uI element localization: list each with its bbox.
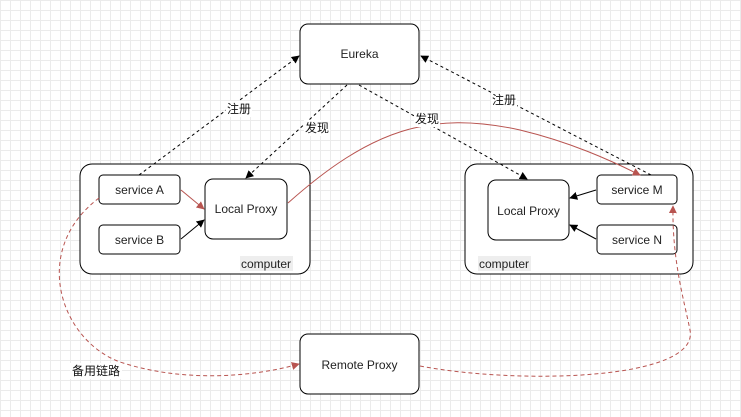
discover-right-label-bg — [414, 111, 440, 127]
discover-left-label: 发现 — [305, 120, 329, 135]
service-n-to-local-proxy-edge[interactable] — [569, 224, 597, 240]
local-proxy-right-node[interactable] — [487, 179, 570, 241]
backup-link-label-bg — [70, 363, 122, 379]
service-n-label: service N — [612, 233, 662, 247]
service-a-label: service A — [115, 183, 164, 197]
discover-right-edge[interactable] — [358, 84, 528, 180]
computer-left-label: computer — [241, 257, 291, 271]
remote-proxy-label: Remote Proxy — [321, 358, 397, 372]
backup-link-remote-to-service-m[interactable] — [419, 205, 691, 377]
discover-left-label-bg — [304, 120, 330, 136]
service-b-to-local-proxy-edge[interactable] — [180, 219, 205, 240]
computer-right-tag-bg — [478, 256, 531, 271]
service-b-node[interactable] — [98, 224, 181, 255]
register-right-label: 注册 — [492, 92, 516, 107]
eureka-node[interactable] — [299, 23, 420, 85]
local-proxy-left-node[interactable] — [204, 178, 288, 240]
backup-link-label: 备用链路 — [72, 363, 120, 378]
register-left-label: 注册 — [227, 101, 251, 116]
service-n-node[interactable] — [596, 224, 678, 255]
register-left-label-bg — [226, 101, 252, 117]
local-proxy-right-label: Local Proxy — [497, 204, 560, 218]
register-right-edge[interactable] — [420, 55, 652, 176]
computer-left-tag-bg — [240, 256, 293, 271]
service-m-label: service M — [611, 183, 662, 197]
backup-link-service-a-to-remote[interactable] — [59, 197, 300, 377]
discover-left-edge[interactable] — [245, 84, 348, 179]
remote-proxy-node[interactable] — [299, 333, 420, 395]
register-left-edge[interactable] — [138, 55, 300, 176]
proxy-to-service-m-link[interactable] — [287, 122, 641, 204]
service-m-to-local-proxy-edge[interactable] — [569, 189, 597, 200]
service-b-label: service B — [115, 233, 164, 247]
eureka-label: Eureka — [340, 47, 378, 61]
discover-right-label: 发现 — [415, 111, 439, 126]
computer-right-label: computer — [479, 257, 529, 271]
service-a-to-local-proxy-edge[interactable] — [180, 189, 205, 210]
local-proxy-left-label: Local Proxy — [215, 202, 278, 216]
register-right-label-bg — [491, 92, 517, 108]
